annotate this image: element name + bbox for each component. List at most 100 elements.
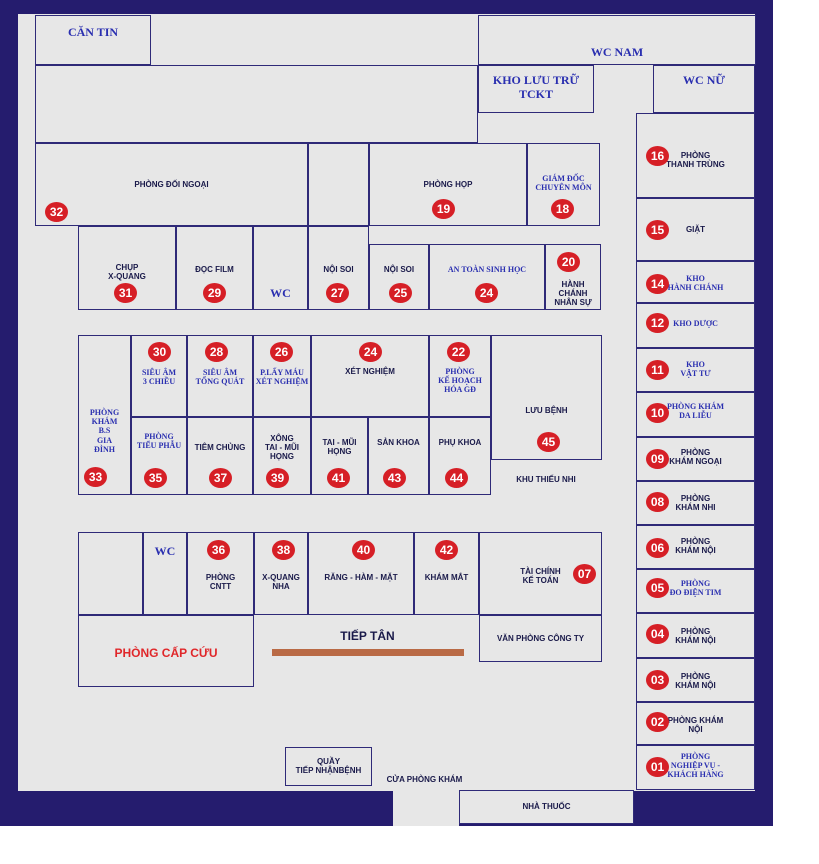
room-number-badge: 37 — [209, 468, 232, 488]
room-number-badge: 12 — [646, 313, 669, 333]
room-number-badge: 09 — [646, 449, 669, 469]
room-label: PHÒNG KHÁM NỘI — [675, 672, 716, 691]
room-wc-nam[interactable]: WC NAM — [478, 15, 756, 65]
room-label: TÀI CHÍNH KẾ TOÁN — [520, 567, 561, 586]
room-label: PHÒNG KẾ HOẠCH HÓA GĐ — [438, 367, 482, 395]
room-label: KHO VẬT TƯ — [680, 360, 711, 379]
room-number-badge: 35 — [144, 468, 167, 488]
room-label: PHÒNG NGHIỆP VỤ - KHÁCH HÀNG — [667, 752, 724, 780]
room-label: PHÒNG TIỂU PHẪU — [136, 432, 182, 451]
room-number-badge: 03 — [646, 670, 669, 690]
room-label: CHỤP X-QUANG — [108, 263, 146, 282]
room-label: PHÒNG CẤP CỨU — [114, 646, 218, 660]
room-cap-cuu[interactable]: PHÒNG CẤP CỨU — [78, 615, 254, 687]
room-label: PHÒNG ĐO ĐIỆN TIM — [669, 579, 722, 598]
room-label: AN TOÀN SINH HỌC — [447, 265, 527, 274]
room-number-badge: 08 — [646, 492, 669, 512]
room-kho-luu-tru[interactable]: KHO LƯU TRỮ TCKT — [478, 65, 594, 113]
room-label: GIÁM ĐỐC CHUYÊN MÔN — [535, 174, 592, 193]
room-label: SIÊU ÂM 3 CHIỀU — [141, 368, 176, 387]
room-number-badge: 04 — [646, 624, 669, 644]
room-number-badge: 27 — [326, 283, 349, 303]
area-cua-phong-kham: CỬA PHÒNG KHÁM — [386, 775, 463, 784]
room-number-badge: 29 — [203, 283, 226, 303]
room-number-badge: 15 — [646, 220, 669, 240]
room-number-badge: 44 — [445, 468, 468, 488]
room-label: SIÊU ÂM TỔNG QUÁT — [195, 368, 245, 387]
area-tiep-tan: TIẾP TÂN — [340, 629, 395, 643]
room-number-badge: 31 — [114, 283, 137, 303]
room-number-badge: 02 — [646, 712, 669, 732]
room-label: ĐỌC FILM — [195, 265, 234, 274]
room-number-badge: 11 — [646, 360, 669, 380]
room-number-badge: 40 — [352, 540, 375, 560]
room-number-badge: 26 — [270, 342, 293, 362]
room-number-badge: 06 — [646, 538, 669, 558]
room-label: NỘI SOI — [323, 265, 354, 274]
room-number-badge: 42 — [435, 540, 458, 560]
room-nha-thuoc[interactable]: NHÀ THUỐC — [459, 790, 634, 824]
room-label: XÔNG TAI - MŨI HỌNG — [264, 434, 300, 462]
room-number-badge: 45 — [537, 432, 560, 452]
room-label: SẢN KHOA — [377, 438, 420, 447]
room-number-badge: 39 — [266, 468, 289, 488]
room-can-tin[interactable]: CĂN TIN — [35, 15, 151, 65]
room-label: WC — [154, 544, 176, 558]
room-label: PHÒNG THANH TRÙNG — [666, 151, 725, 170]
entrance-gap — [393, 790, 459, 826]
room-number-badge: 24 — [475, 283, 498, 303]
room-label: KHO LƯU TRỮ TCKT — [492, 73, 580, 101]
room-number-badge: 38 — [272, 540, 295, 560]
room-label: PHÒNG ĐỐI NGOẠI — [134, 180, 209, 189]
room-number-badge: 36 — [207, 540, 230, 560]
room-number-badge: 10 — [646, 403, 669, 423]
room-number-badge: 07 — [573, 564, 596, 584]
room-number-badge: 22 — [447, 342, 470, 362]
room-number-badge: 30 — [148, 342, 171, 362]
room-label: XÉT NGHIỆM — [345, 367, 395, 376]
room-label: PHÒNG KHÁM DA LIỄU — [666, 402, 725, 421]
room-label: X-QUANG NHA — [262, 573, 300, 592]
room-label: TAI - MŨI HỌNG — [322, 438, 357, 457]
room-wc2[interactable]: WC — [143, 532, 187, 615]
room-label: NHÀ THUỐC — [522, 802, 571, 811]
room-label: KHO DƯỢC — [673, 319, 718, 328]
room-van-phong[interactable]: VĂN PHÒNG CÔNG TY — [479, 615, 602, 662]
room-label: PHÒNG KHÁM NỘI — [667, 716, 724, 735]
room-r32[interactable]: PHÒNG ĐỐI NGOẠI — [35, 143, 308, 226]
room-wc-nu[interactable]: WC NỮ — [653, 65, 755, 113]
room-unlabeled-3 — [78, 532, 143, 615]
room-number-badge: 18 — [551, 199, 574, 219]
reception-counter — [272, 649, 464, 656]
room-number-badge: 41 — [327, 468, 350, 488]
room-number-badge: 05 — [646, 578, 669, 598]
room-label: PHÒNG CNTT — [205, 573, 236, 592]
room-r24b[interactable]: XÉT NGHIỆM — [311, 335, 429, 417]
room-number-badge: 01 — [646, 757, 669, 777]
room-label: KHO HÀNH CHÁNH — [667, 274, 724, 293]
room-number-badge: 16 — [646, 146, 669, 166]
room-label: LƯU BỆNH — [525, 406, 568, 415]
room-quay[interactable]: QUẦY TIẾP NHẬNBỆNH — [285, 747, 372, 786]
room-r37[interactable]: TIÊM CHỦNG — [187, 417, 253, 495]
room-number-badge: 43 — [383, 468, 406, 488]
room-number-badge: 25 — [389, 283, 412, 303]
room-r39[interactable]: XÔNG TAI - MŨI HỌNG — [253, 417, 311, 495]
room-wc1[interactable]: WC — [253, 226, 308, 310]
room-label: PHỤ KHOA — [438, 438, 482, 447]
room-unlabeled-1 — [35, 65, 478, 143]
room-label: PHÒNG KHÁM B.S GIA ĐÌNH — [89, 408, 120, 454]
room-label: NỘI SOI — [383, 265, 415, 274]
room-label: TIÊM CHỦNG — [194, 443, 246, 452]
room-label: PHÒNG KHÁM NGOẠI — [669, 448, 722, 467]
area-khu-thieu-nhi: KHU THIẾU NHI — [516, 475, 576, 484]
room-r42[interactable]: KHÁM MẮT — [414, 532, 479, 615]
room-label: WC NỮ — [683, 73, 725, 87]
room-number-badge: 20 — [557, 252, 580, 272]
room-number-badge: 28 — [205, 342, 228, 362]
room-r38[interactable]: X-QUANG NHA — [254, 532, 308, 615]
room-r33[interactable]: PHÒNG KHÁM B.S GIA ĐÌNH — [78, 335, 131, 495]
room-label: RĂNG - HÀM - MẶT — [324, 573, 398, 582]
room-label: PHÒNG KHÁM NHI — [675, 494, 716, 513]
room-number-badge: 33 — [84, 467, 107, 487]
